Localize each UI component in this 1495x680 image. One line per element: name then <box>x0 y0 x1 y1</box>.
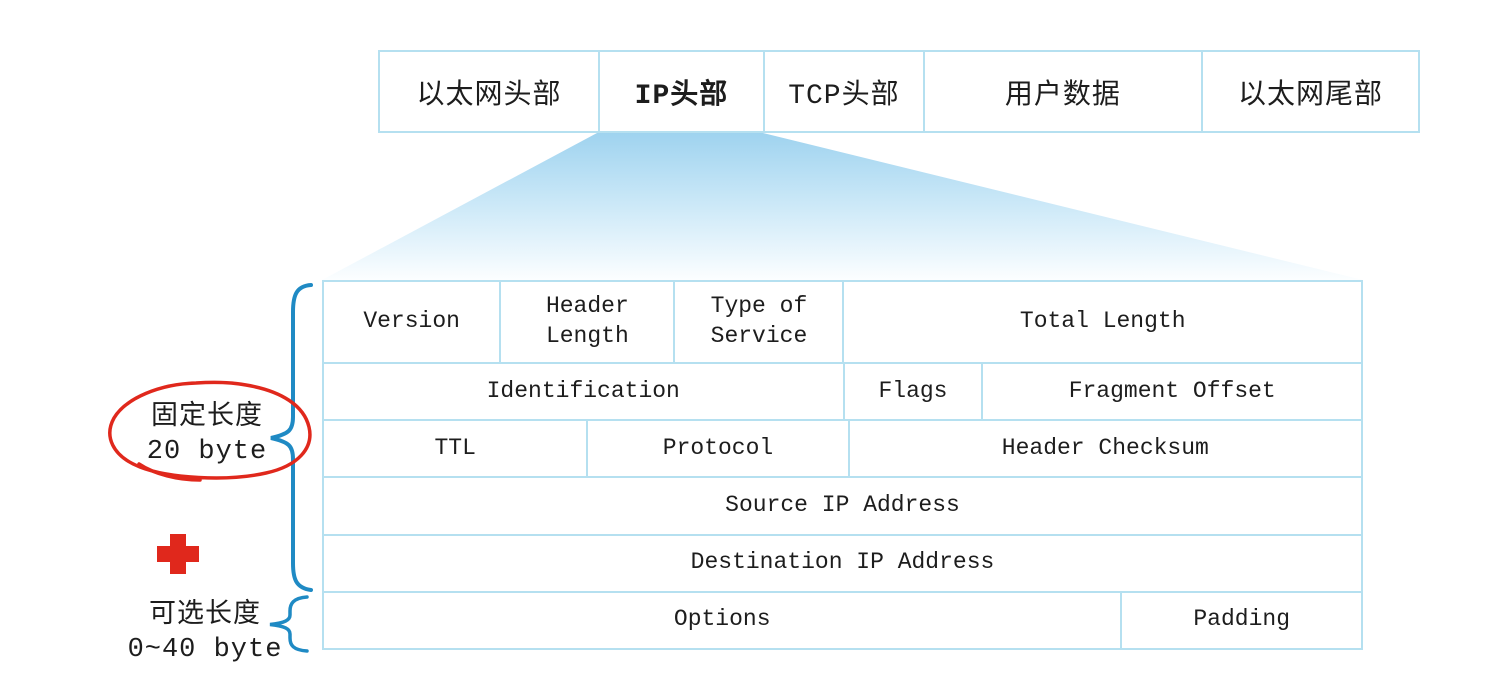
field-type-of-service: Type of Service <box>673 282 842 362</box>
fixed-length-note-line1: 固定长度 <box>151 403 263 433</box>
field-flags: Flags <box>842 364 982 420</box>
table-row: Version Header Length Type of Service To… <box>324 282 1361 362</box>
field-fragment-offset: Fragment Offset <box>981 364 1361 420</box>
optional-length-note-line2: 0~40 byte <box>127 635 283 665</box>
field-padding: Padding <box>1120 592 1361 649</box>
table-row: TTL Protocol Header Checksum <box>324 419 1361 477</box>
table-row: Identification Flags Fragment Offset <box>324 362 1361 420</box>
field-identification: Identification <box>486 377 680 404</box>
packet-cell-tcp-header: TCP头部 <box>763 52 923 131</box>
fixed-length-note-line2: 20 byte <box>146 437 268 467</box>
optional-length-note: 可选长度 0~40 byte <box>105 599 305 667</box>
field-header-length: Header Length <box>499 282 673 362</box>
zoom-funnel-shape <box>322 133 1363 280</box>
packet-cell-ethernet-trailer: 以太网尾部 <box>1201 52 1418 131</box>
packet-cell-user-data: 用户数据 <box>922 52 1201 131</box>
field-options: Options <box>673 606 771 633</box>
packet-layers-bar: 以太网头部 IP头部 TCP头部 用户数据 以太网尾部 <box>378 50 1420 133</box>
field-source-ip-address: Source IP Address <box>725 492 960 519</box>
packet-cell-ethernet-header: 以太网头部 <box>416 80 562 112</box>
ip-header-table: Version Header Length Type of Service To… <box>322 280 1363 650</box>
field-version: Version <box>363 308 460 335</box>
optional-length-note-line1: 可选长度 <box>149 601 261 631</box>
field-header-checksum: Header Checksum <box>847 421 1361 477</box>
field-total-length: Total Length <box>842 282 1361 362</box>
table-row: Destination IP Address <box>324 533 1361 591</box>
fixed-length-note: 固定长度 20 byte <box>112 401 302 469</box>
table-row: Source IP Address <box>324 476 1361 533</box>
field-ttl: TTL <box>434 434 476 461</box>
table-row: Options Padding <box>324 590 1361 649</box>
plus-icon <box>157 534 199 574</box>
packet-cell-ip-header: IP头部 <box>597 52 763 131</box>
field-destination-ip-address: Destination IP Address <box>690 549 995 576</box>
field-protocol: Protocol <box>586 421 847 477</box>
